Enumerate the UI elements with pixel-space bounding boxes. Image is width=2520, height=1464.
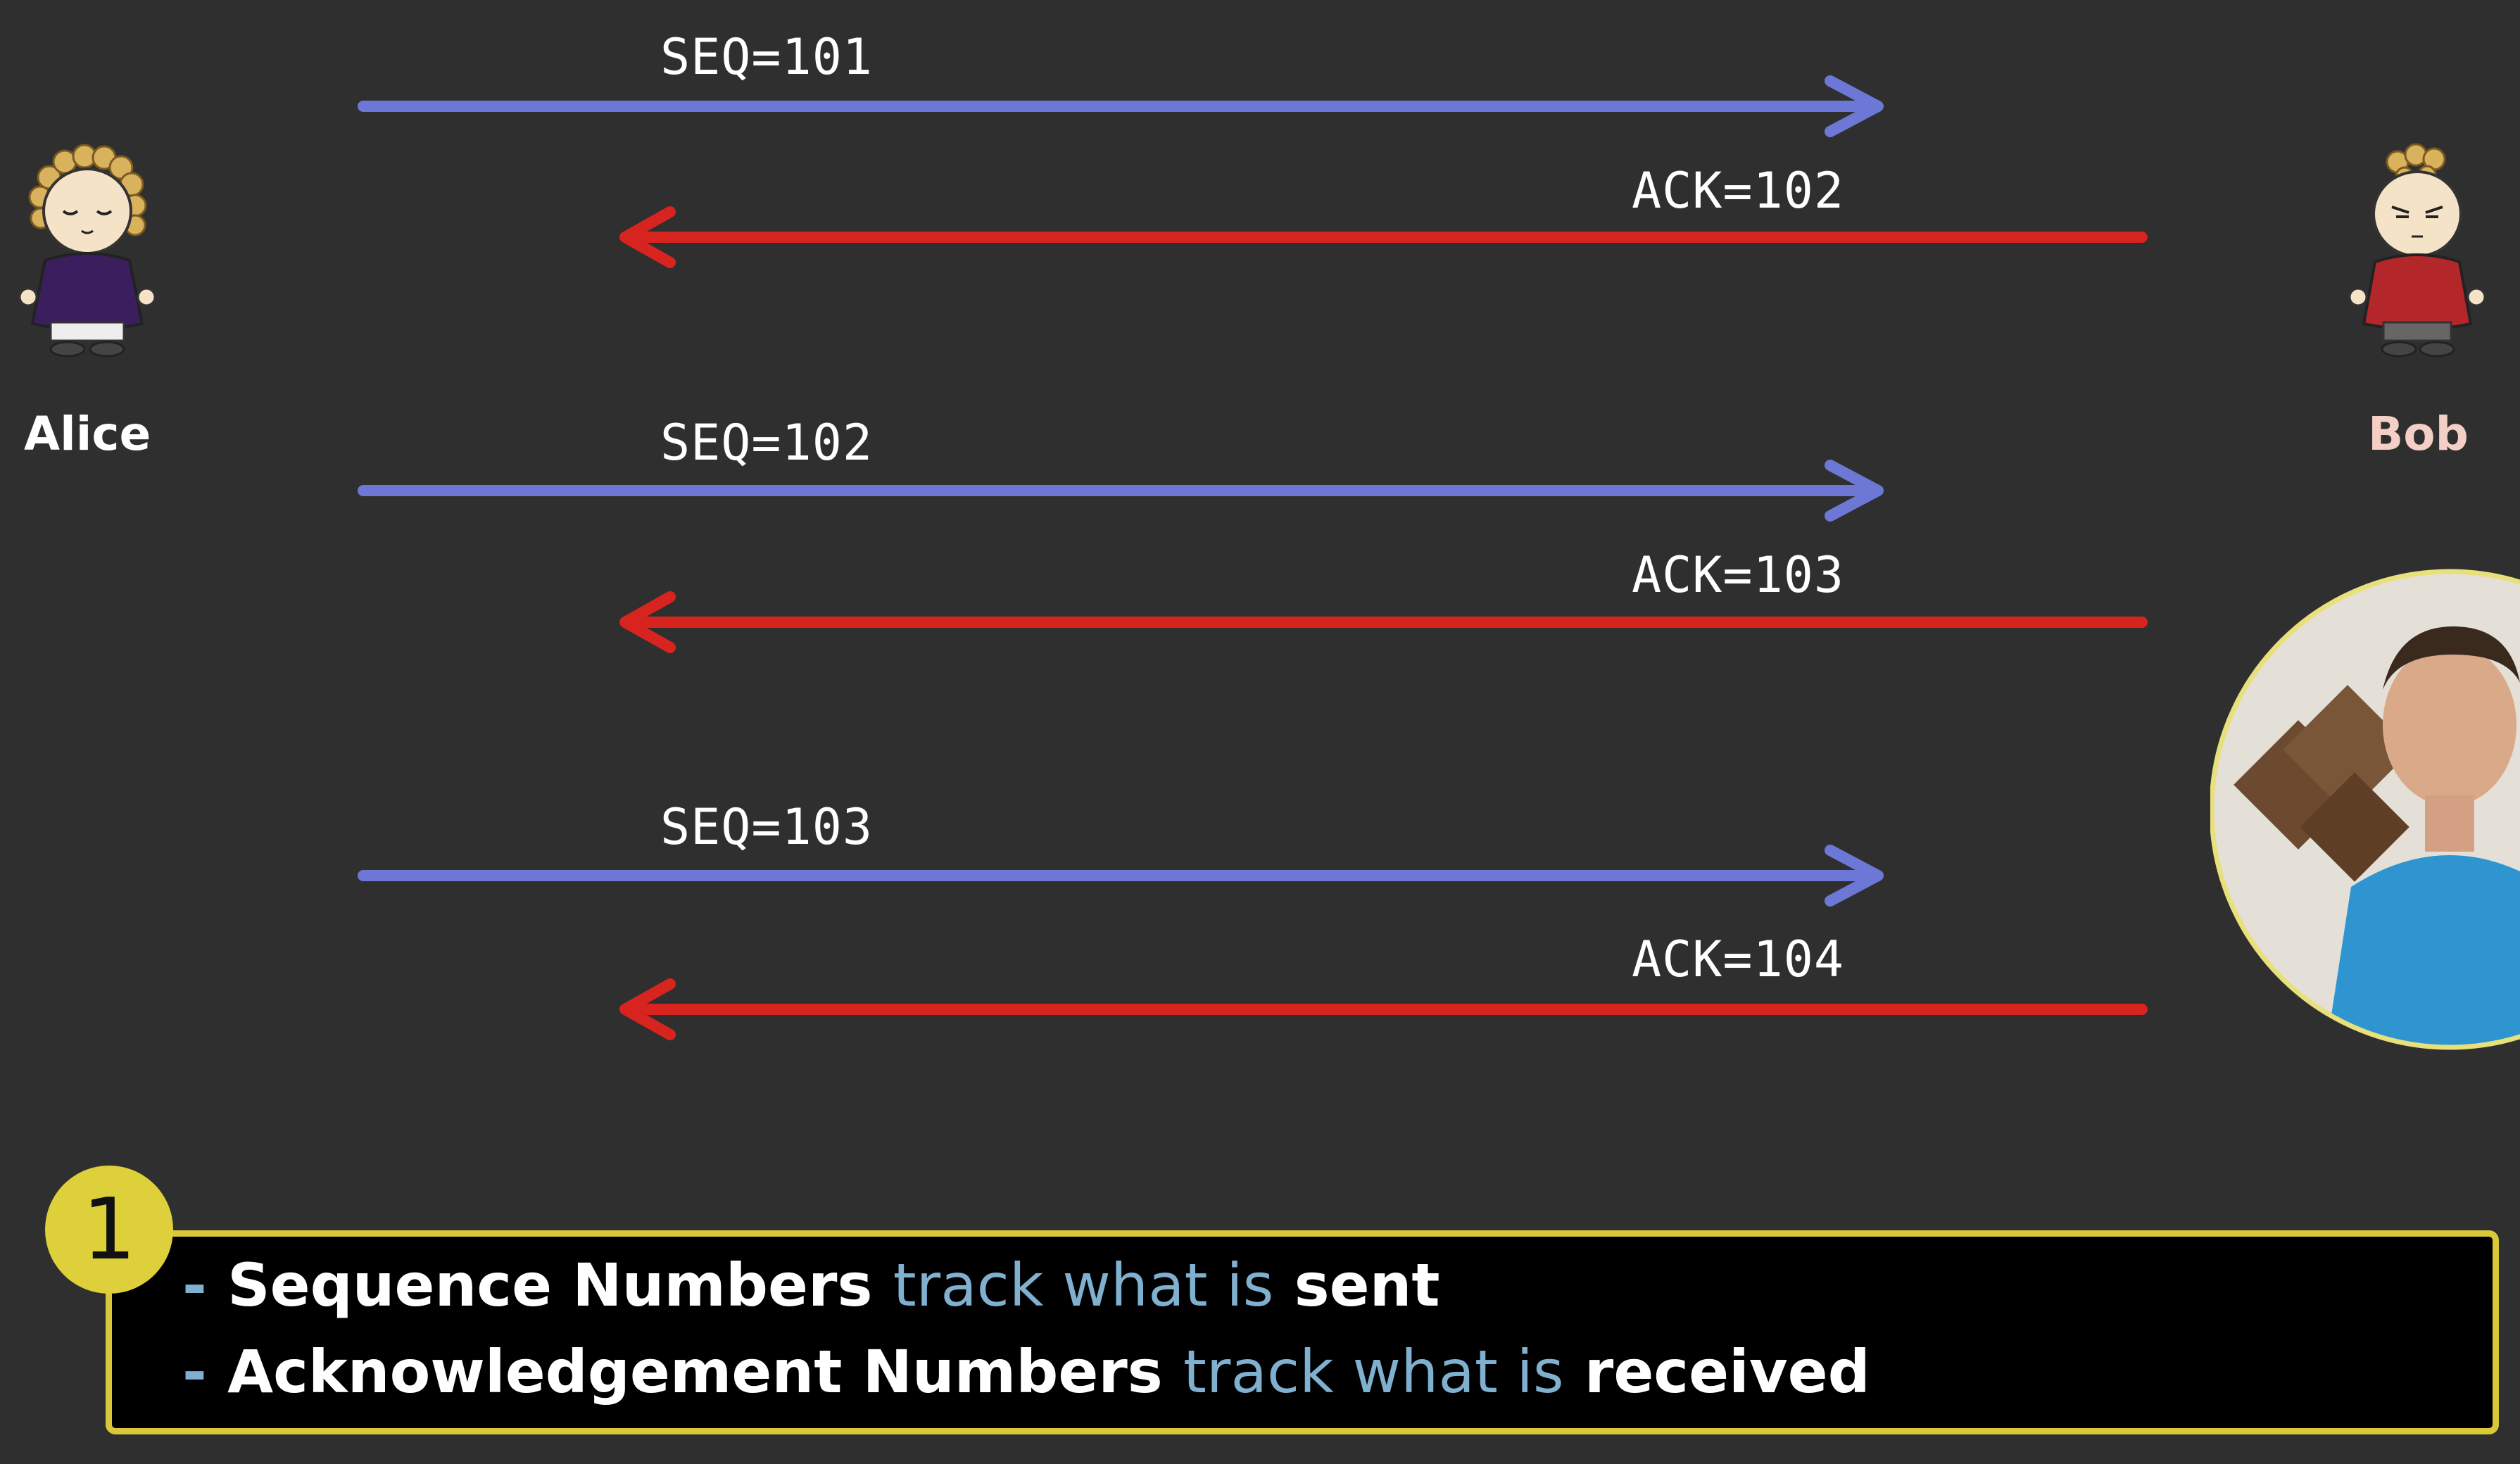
alice-avatar — [18, 144, 156, 358]
caption-line-1: - Sequence Numbers track what is sent — [182, 1251, 1440, 1320]
caption-box: - Sequence Numbers track what is sent - … — [106, 1230, 2499, 1434]
label-ack-102: ACK=102 — [1632, 162, 1845, 220]
step-number-badge: 1 — [45, 1166, 173, 1294]
arrow-seq-103 — [358, 845, 1884, 907]
arrow-seq-101 — [358, 75, 1884, 137]
bob-avatar — [2348, 143, 2486, 358]
caption-dash-1: - — [182, 1251, 207, 1320]
arrow-ack-103 — [619, 591, 2148, 653]
arrow-ack-104 — [619, 978, 2148, 1040]
caption-line-2: - Acknowledgement Numbers track what is … — [182, 1337, 1870, 1406]
caption-line-2-subject: Acknowledgement Numbers — [227, 1337, 1163, 1406]
alice-name: Alice — [24, 407, 151, 461]
caption-line-1-subject: Sequence Numbers — [227, 1251, 873, 1320]
caption-line-2-object: received — [1584, 1337, 1870, 1406]
label-seq-102: SEQ=102 — [660, 414, 874, 472]
caption-line-1-object: sent — [1294, 1251, 1440, 1320]
label-seq-101: SEQ=101 — [660, 28, 874, 86]
arrow-ack-102 — [619, 206, 2148, 268]
caption-line-2-highlight: track what is — [1183, 1337, 1564, 1406]
caption-dash-2: - — [182, 1337, 207, 1406]
arrow-seq-102 — [358, 460, 1884, 522]
label-seq-103: SEQ=103 — [660, 798, 874, 856]
bob-name: Bob — [2368, 407, 2469, 461]
label-ack-103: ACK=103 — [1632, 546, 1845, 604]
presenter-webcam — [2210, 569, 2520, 1050]
label-ack-104: ACK=104 — [1632, 930, 1845, 988]
caption-line-1-highlight: track what is — [893, 1251, 1274, 1320]
